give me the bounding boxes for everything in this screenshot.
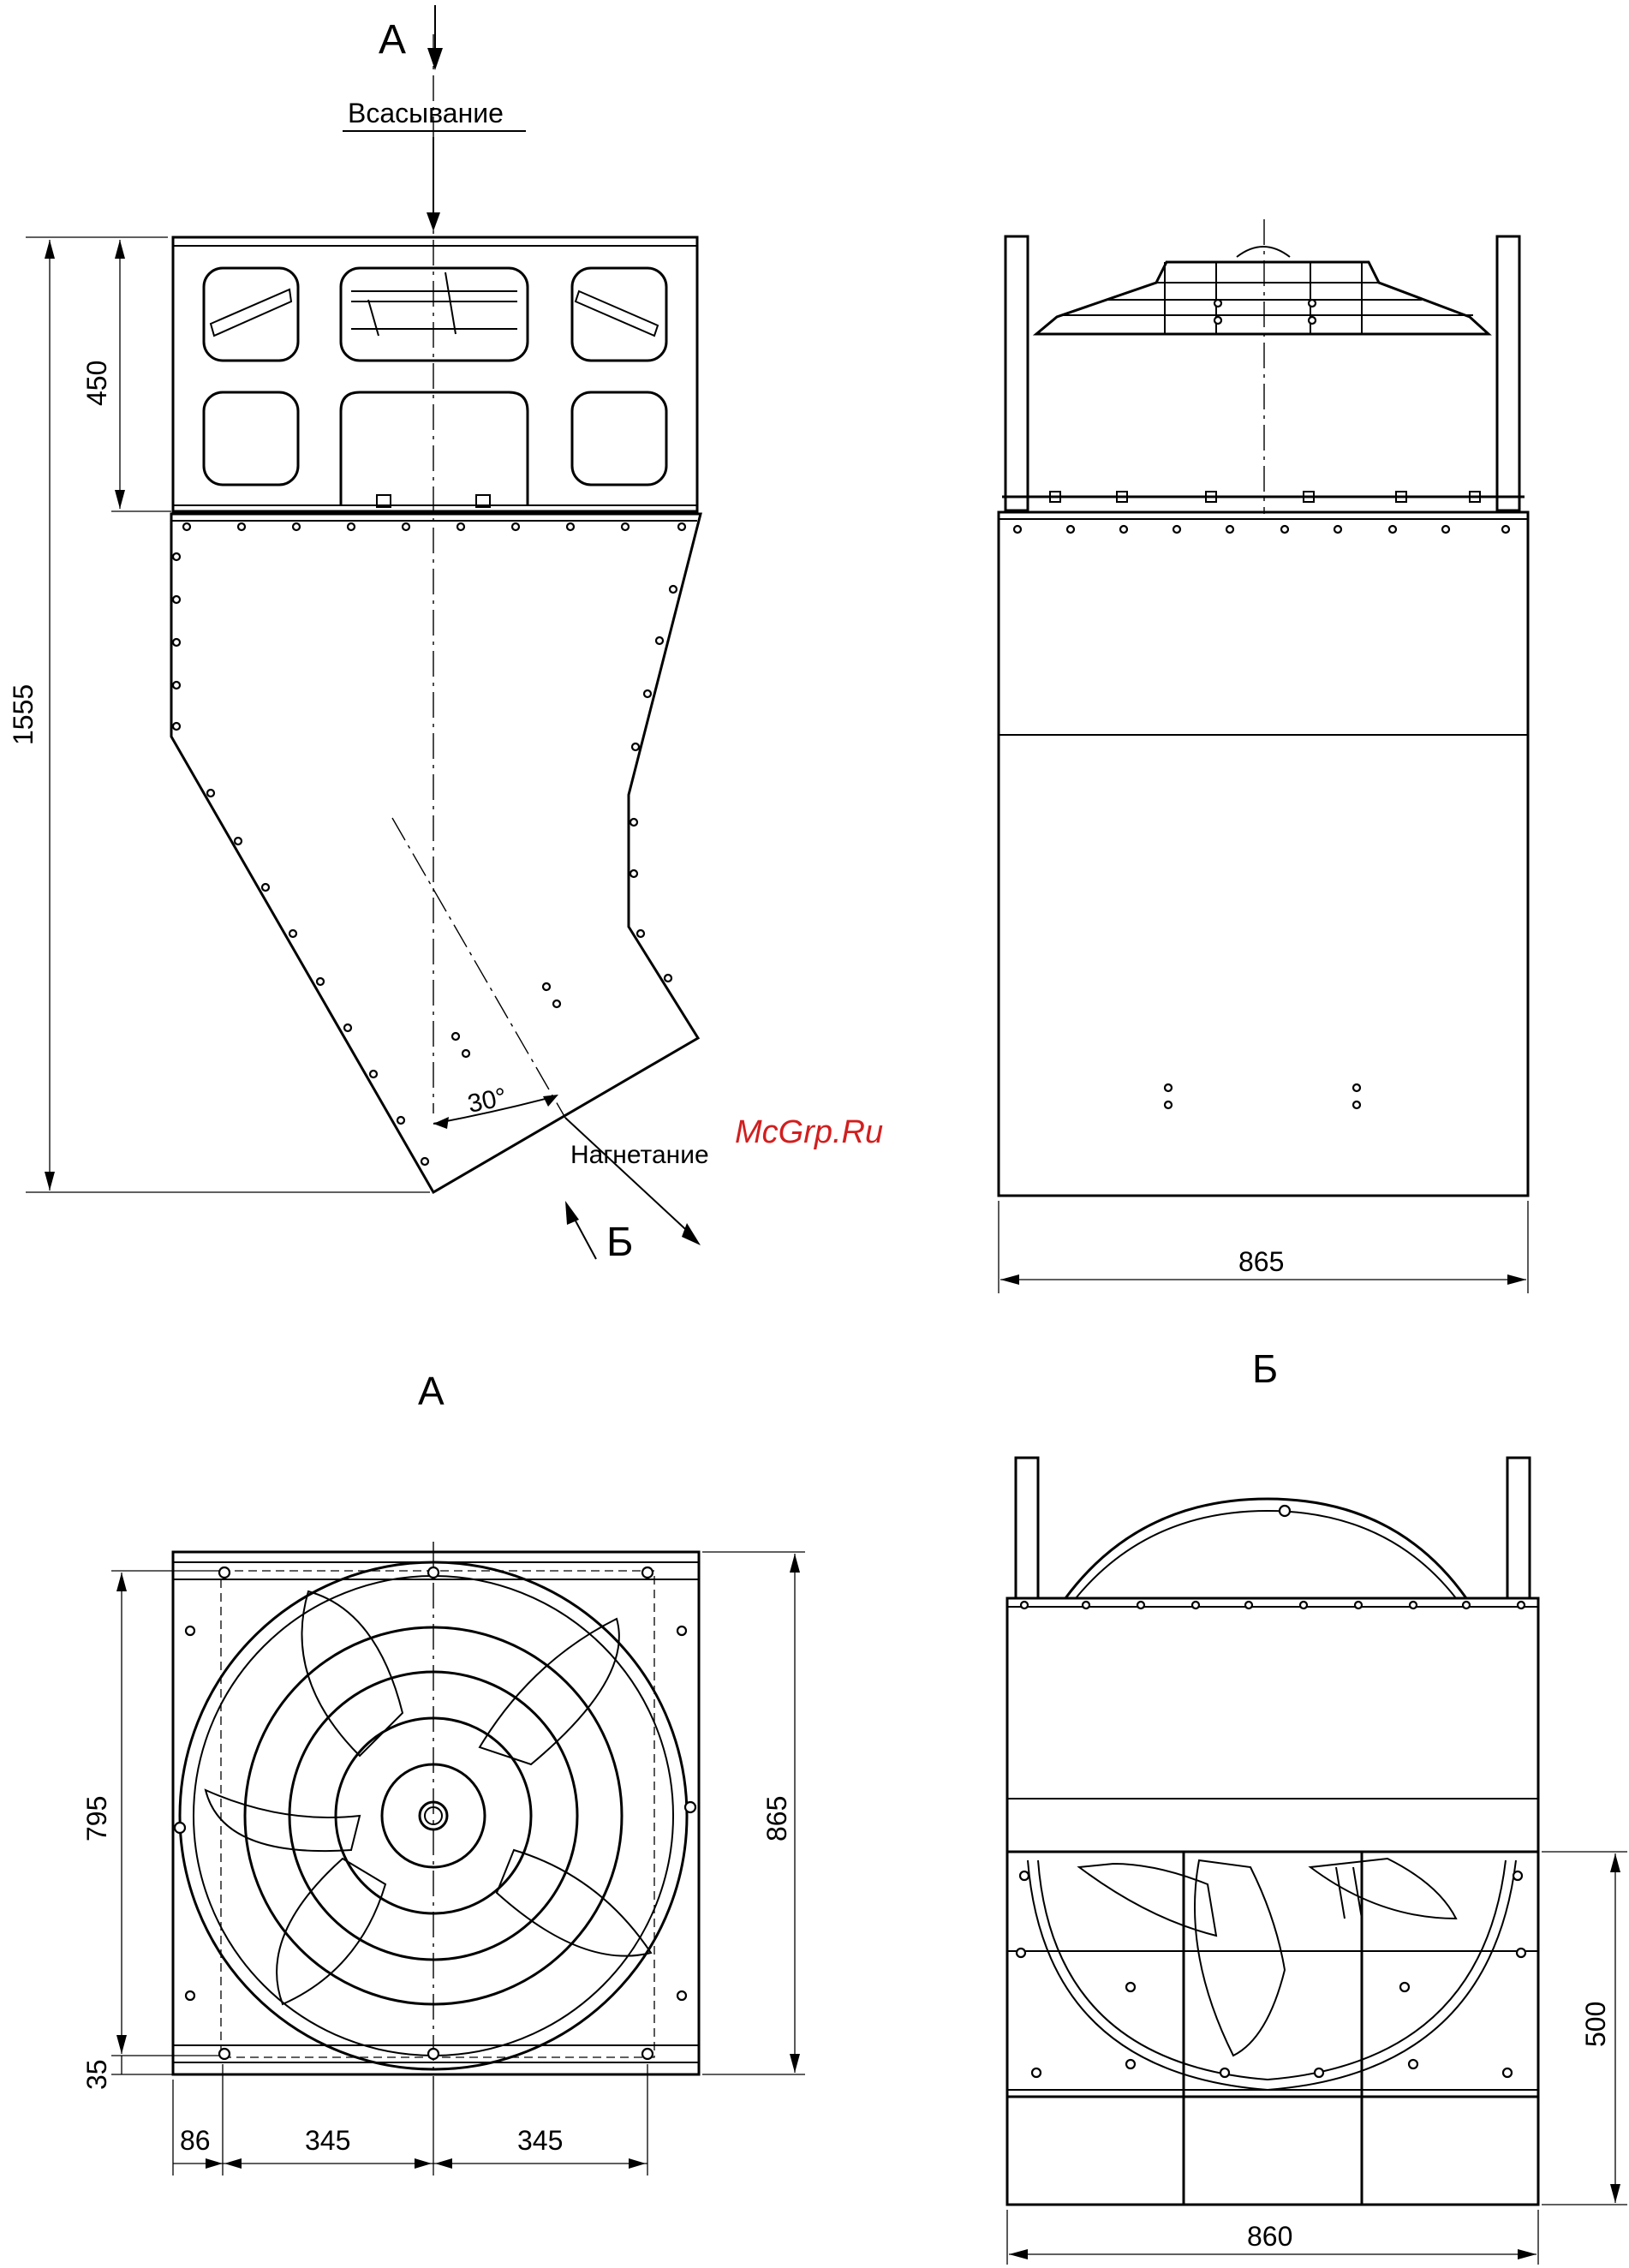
discharge-label: Нагнетание: [570, 1141, 709, 1169]
dim-inlet-width: 795: [81, 1796, 112, 1841]
angle-label: 30°: [465, 1083, 509, 1119]
dim-half-left: 345: [305, 2125, 350, 2156]
bolt-row: [173, 523, 685, 1165]
view-a-title: А: [418, 1369, 445, 1413]
view-b: Б: [1007, 1346, 1627, 2265]
dim-half-right: 345: [517, 2125, 563, 2156]
front-view: 865 McGrp.Ru: [735, 219, 1528, 1293]
dim-edge-offset: 86: [180, 2125, 211, 2156]
dim-outlet-width: 860: [1247, 2221, 1292, 2252]
view-a-arrow-letter: А: [379, 17, 406, 63]
watermark: McGrp.Ru: [735, 1114, 883, 1150]
dim-rim: 35: [81, 2059, 112, 2090]
dim-top-height: 450: [81, 361, 112, 406]
dim-frame-height: 865: [761, 1796, 792, 1841]
view-a: А: [81, 1369, 805, 2175]
dim-outlet-height: 500: [1580, 2002, 1611, 2047]
suction-label: Всасывание: [348, 98, 504, 128]
view-b-title: Б: [1252, 1346, 1278, 1391]
view-b-arrow-letter: Б: [606, 1220, 634, 1265]
dim-total-height: 1555: [8, 684, 39, 745]
side-view: 30° Всасывание А Нагнетание Б 1555 450: [8, 5, 709, 1265]
dim-side-width: 865: [1238, 1246, 1284, 1277]
